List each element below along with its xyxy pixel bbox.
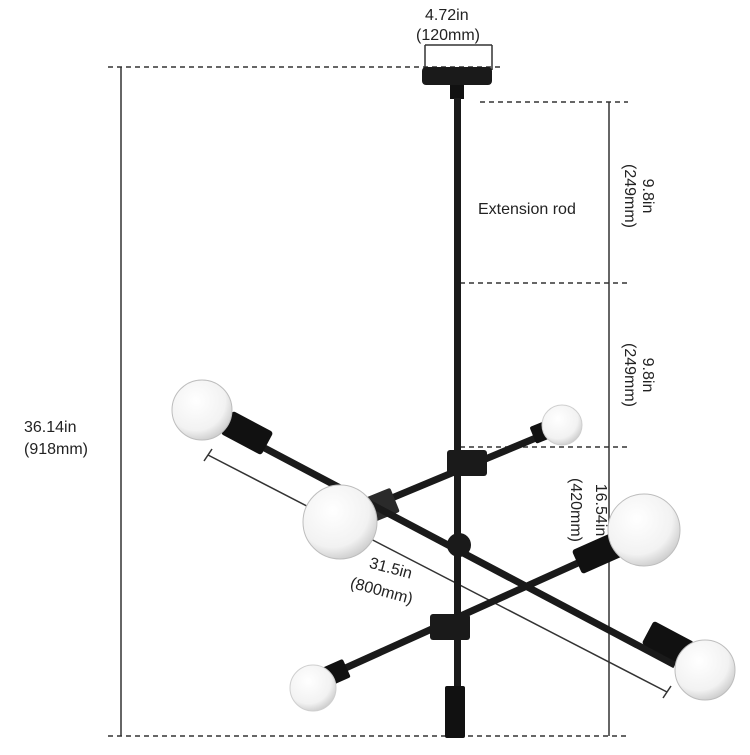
top-width-metric: (120mm) bbox=[416, 27, 481, 44]
chandelier-fixture bbox=[171, 67, 736, 738]
bulb-lower-left bbox=[289, 664, 337, 712]
rod-2-imperial: 9.8in bbox=[639, 357, 656, 393]
rod-1-imperial: 9.8in bbox=[639, 178, 656, 214]
arm-length-end-tick bbox=[662, 685, 672, 699]
long-arm-left-socket bbox=[221, 411, 273, 455]
top-width-imperial: 4.72in bbox=[425, 7, 469, 24]
lower-arm-joint bbox=[430, 614, 470, 640]
body-height-imperial: 16.54in bbox=[592, 483, 609, 537]
dimension-lines bbox=[120, 44, 672, 736]
body-height-metric: (420mm) bbox=[567, 477, 584, 542]
arm-length-start-tick bbox=[203, 448, 213, 462]
long-arm-joint bbox=[447, 533, 471, 557]
canopy-collar bbox=[450, 85, 464, 99]
rod-1-metric: (249mm) bbox=[621, 163, 638, 228]
bulb-upper-left bbox=[171, 379, 233, 441]
total-height-metric: (918mm) bbox=[24, 441, 89, 458]
bulb-upper-right bbox=[541, 404, 583, 446]
rod-2-metric: (249mm) bbox=[621, 342, 638, 407]
total-height-imperial: 36.14in bbox=[24, 419, 77, 436]
bulb-lower-right bbox=[674, 639, 736, 701]
bottom-socket bbox=[445, 686, 465, 738]
bulb-right bbox=[607, 493, 681, 567]
upper-arm-joint bbox=[447, 450, 487, 476]
extension-rod bbox=[454, 98, 461, 698]
bulb-middle-left bbox=[302, 484, 378, 560]
arm-length-line bbox=[207, 454, 668, 693]
ceiling-canopy bbox=[422, 67, 492, 85]
extension-rod-label: Extension rod bbox=[478, 201, 576, 218]
